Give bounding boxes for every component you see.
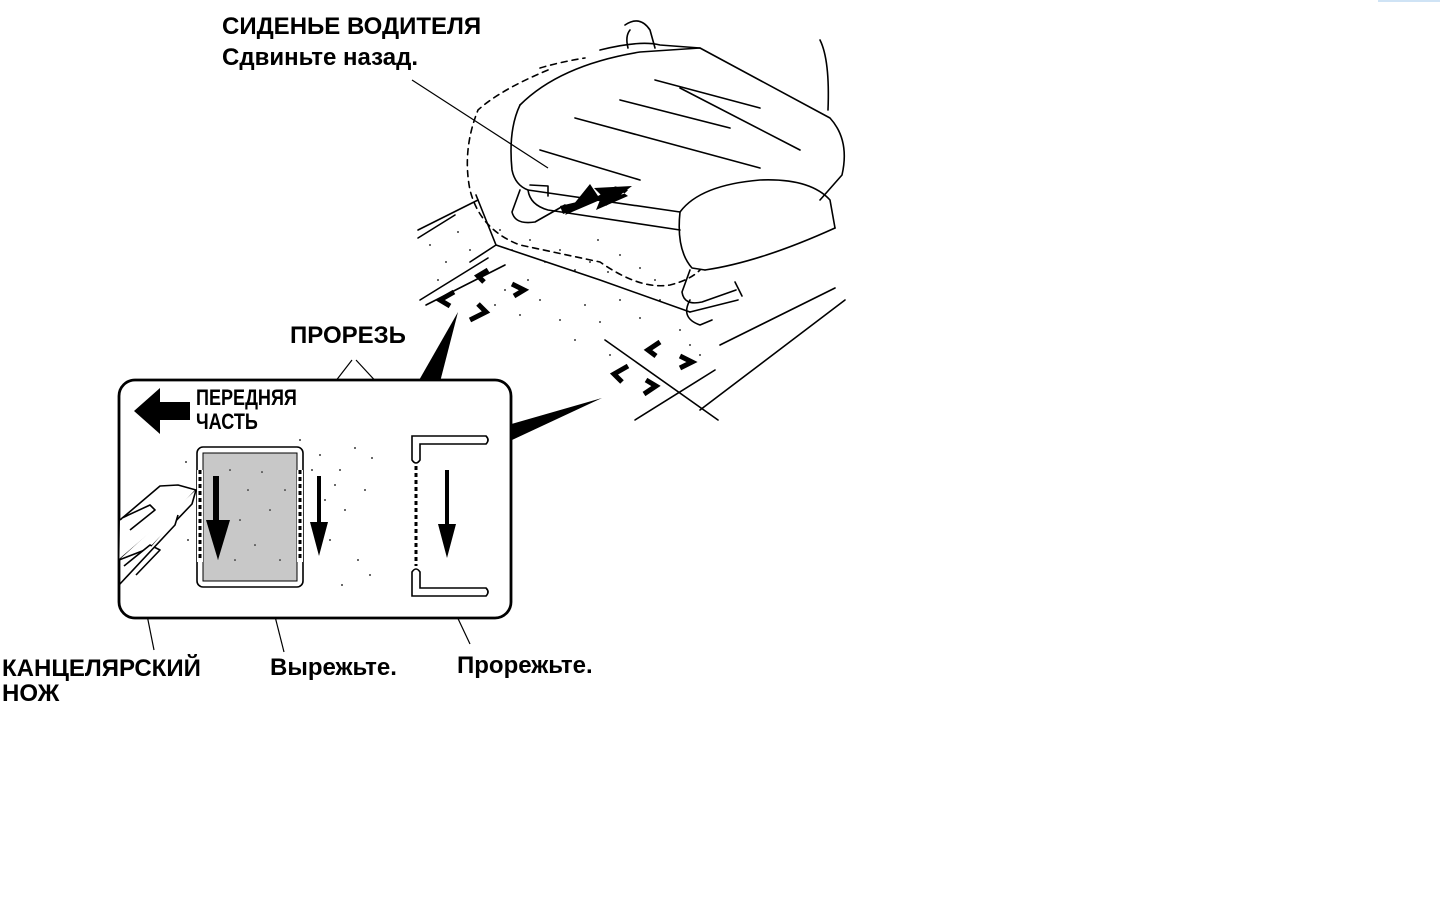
utility-knife-label: КАНЦЕЛЯРСКИЙ НОЖ <box>2 655 262 708</box>
callout-pointer-left <box>418 312 458 382</box>
callout-pointer-right <box>508 398 602 440</box>
floor-slit-marks <box>435 267 698 397</box>
cut-out-label: Вырежьте. <box>270 654 397 681</box>
front-direction-arrow <box>134 388 190 434</box>
utility-knife-label-line2: НОЖ <box>2 680 60 708</box>
cut-direction-arrow <box>310 476 328 556</box>
front-label-line1: ПЕРЕДНЯЯ <box>196 385 297 410</box>
front-label-line2: ЧАСТЬ <box>196 408 258 434</box>
seat-outline-dashed <box>466 69 701 287</box>
slit-label: ПРОРЕЗЬ <box>290 322 406 349</box>
inset-panel <box>117 378 513 620</box>
front-label: ПЕРЕДНЯЯ ЧАСТЬ <box>196 385 297 434</box>
driver-seat-label: СИДЕНЬЕ ВОДИТЕЛЯ <box>222 13 482 40</box>
utility-knife <box>118 484 197 590</box>
seat-leader-line <box>411 79 549 169</box>
cut-out-piece <box>196 446 304 588</box>
slit-through-label: Прорежьте. <box>457 652 593 679</box>
slit-direction-arrow <box>438 470 456 558</box>
utility-knife-label-line1: КАНЦЕЛЯРСКИЙ <box>2 655 201 682</box>
seat-cushion <box>510 20 846 271</box>
slit-piece <box>411 435 489 597</box>
top-accent-bar <box>1378 0 1440 2</box>
carpet-texture <box>429 229 701 356</box>
slide-back-instruction: Сдвиньте назад. <box>222 44 418 71</box>
